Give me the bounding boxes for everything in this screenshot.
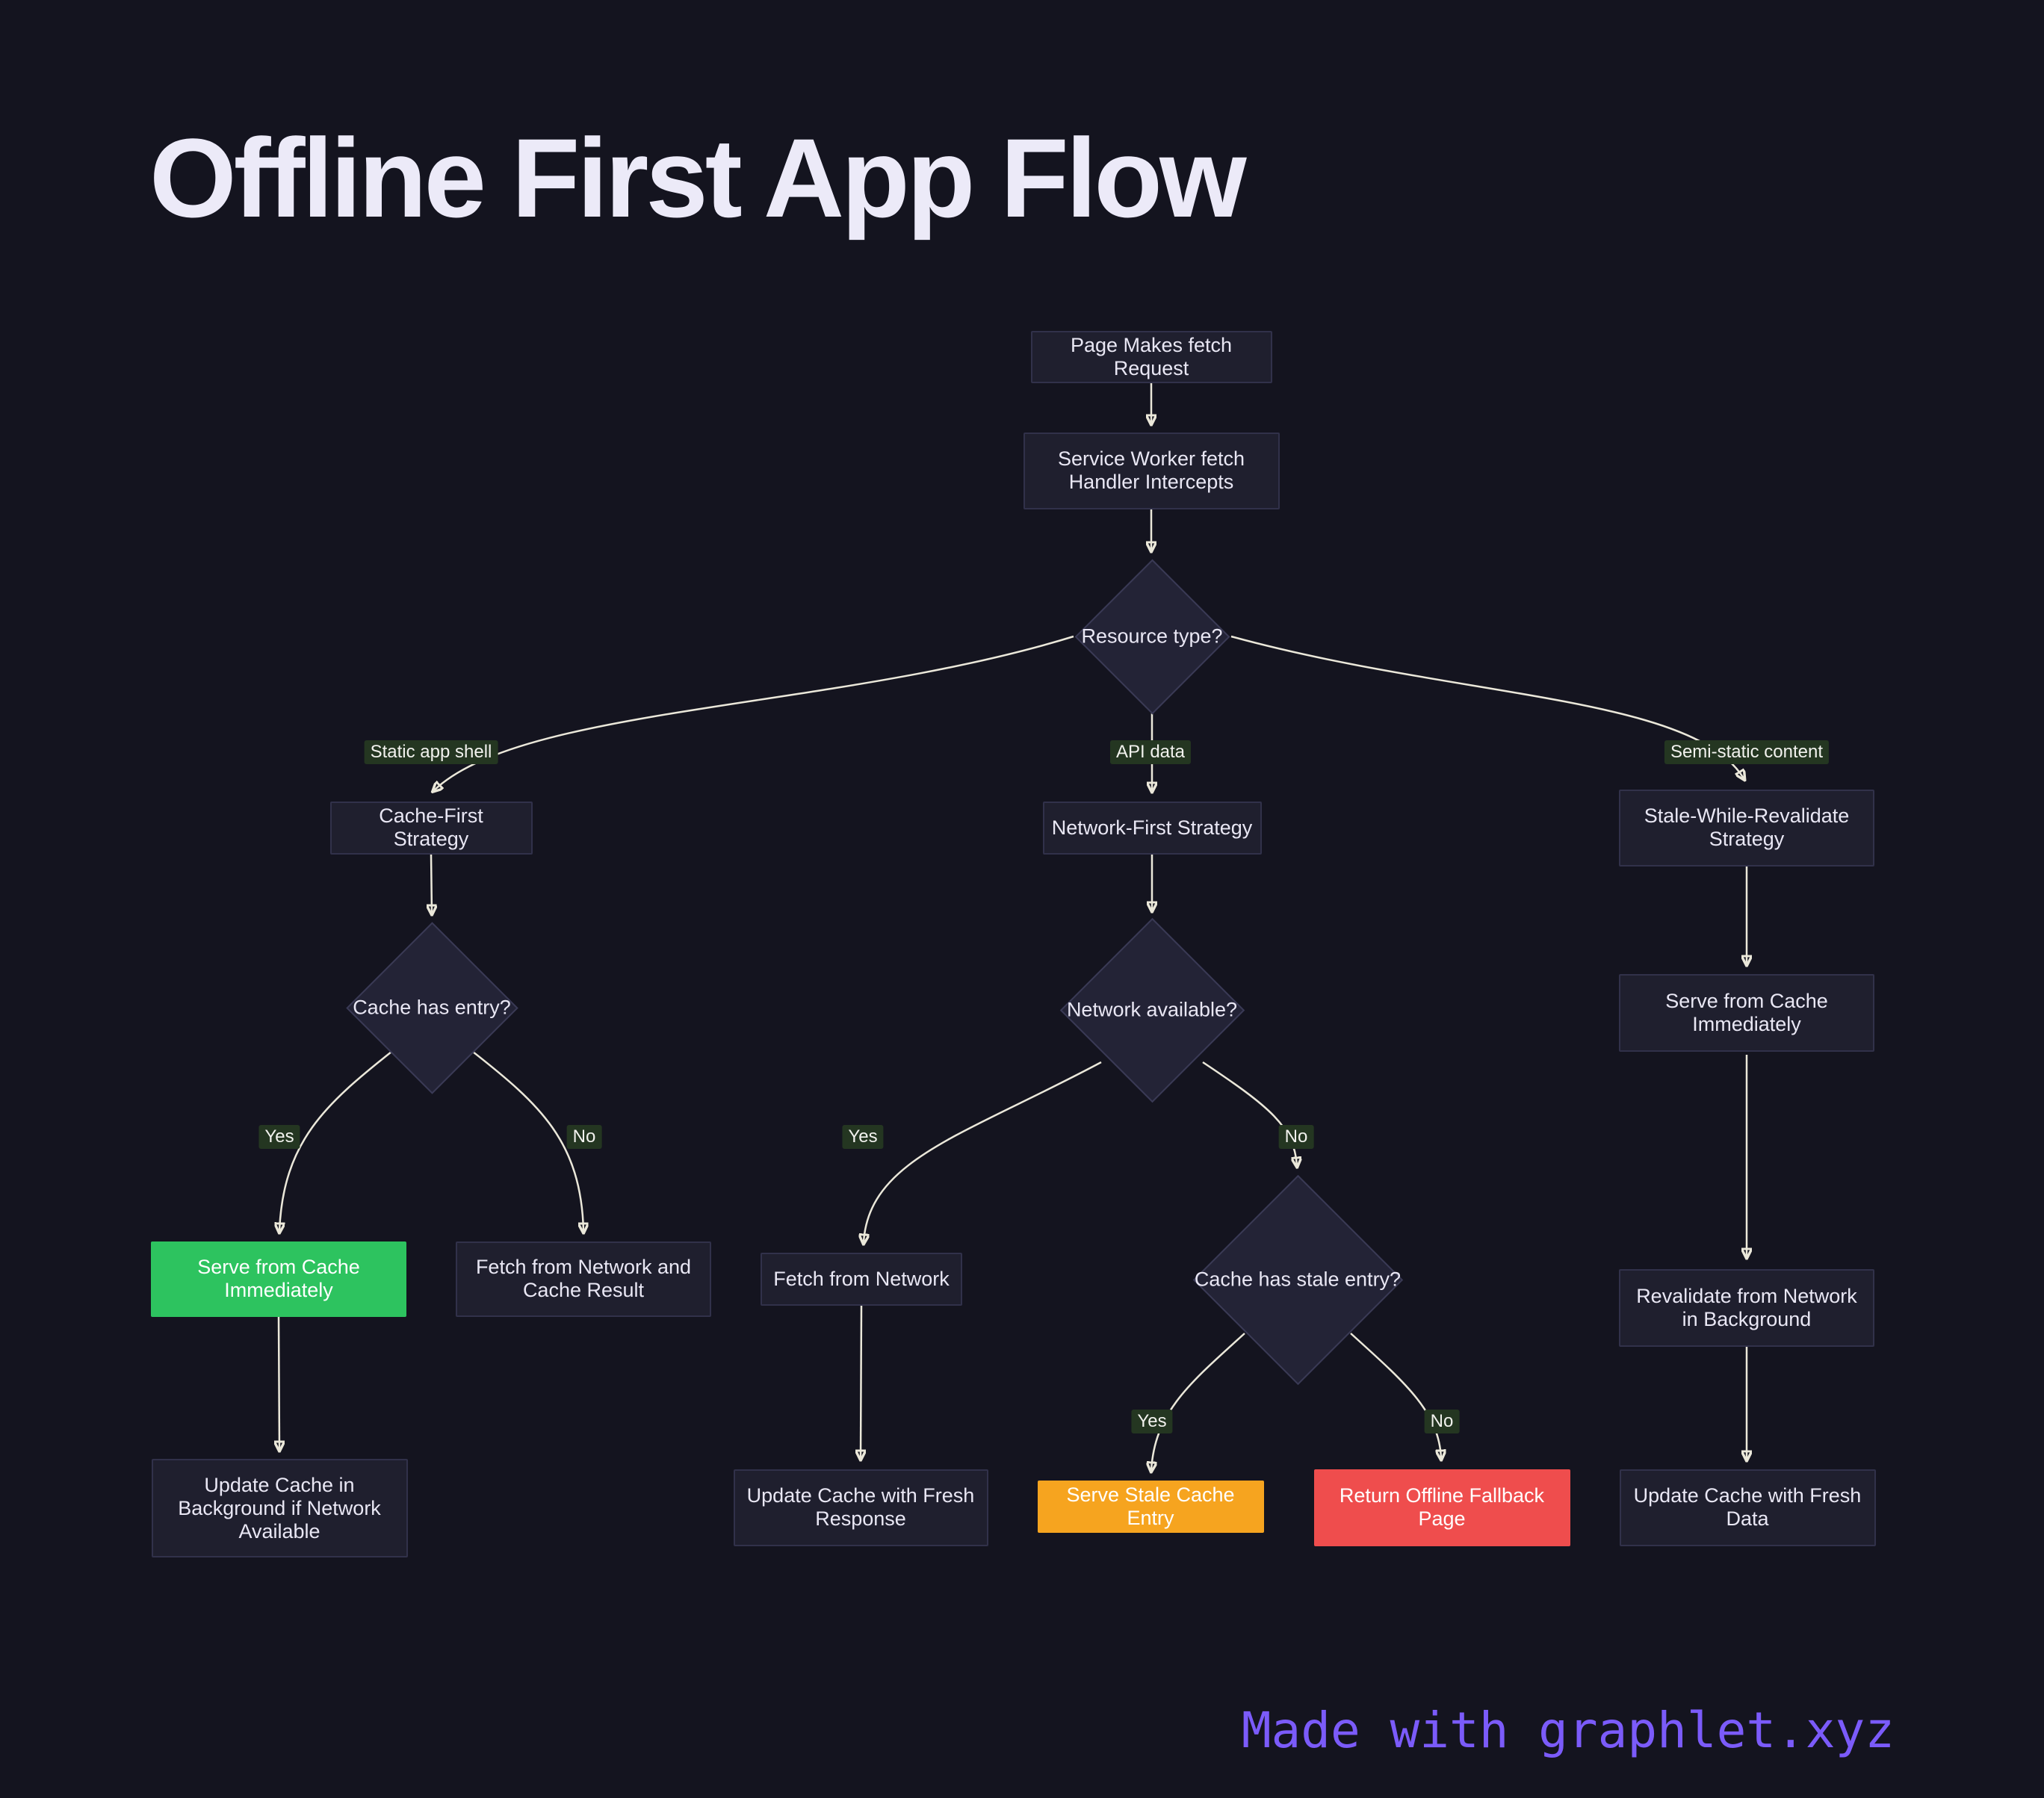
page-makes-fetch-request: Page Makes fetch Request [1030, 331, 1272, 383]
serve-from-cache-immediately: Serve from Cache Immediately [151, 1241, 406, 1317]
edge-cache-first-strategy-to-cache-has-entry [431, 853, 432, 913]
edge-cache-has-entry-to-fetch-from-network-and-cache-result [472, 1051, 583, 1231]
stale-while-revalidate-strategy: Stale-While-Revalidate Strategy [1619, 789, 1874, 867]
serve-stale-cache-entry: Serve Stale Cache Entry [1037, 1481, 1264, 1533]
made-with-credit: Made with graphlet.xyz [1241, 1702, 1895, 1759]
edge-cache-has-stale-entry-to-return-offline-fallback-page [1350, 1333, 1441, 1458]
edge-label-network-no: No [1278, 1125, 1314, 1149]
edge-network-available-to-cache-has-stale-entry [1202, 1061, 1297, 1165]
page-title: Offline First App Flow [149, 115, 1247, 241]
resource-type-label: Resource type? [1081, 624, 1223, 648]
edge-label-network-yes: Yes [842, 1125, 884, 1149]
cache-first-strategy: Cache-First Strategy [329, 801, 533, 855]
cache-has-entry-label: Cache has entry? [353, 996, 511, 1019]
fetch-from-network-and-cache-result: Fetch from Network and Cache Result [456, 1241, 711, 1317]
edge-label-stale-no: No [1424, 1410, 1460, 1433]
edge-cache-has-stale-entry-to-serve-stale-cache-entry [1151, 1333, 1245, 1470]
edge-network-available-to-fetch-from-network [864, 1061, 1102, 1242]
edge-resource-type-to-cache-first-strategy [434, 635, 1074, 790]
edge-label-semi-static-content: Semi-static content [1664, 740, 1830, 764]
edge-label-api-data: API data [1109, 740, 1192, 764]
edge-label-stale-yes: Yes [1131, 1410, 1173, 1433]
cache-has-stale-entry-label: Cache has stale entry? [1194, 1268, 1402, 1291]
service-worker-intercepts: Service Worker fetch Handler Intercepts [1023, 432, 1280, 509]
update-cache-with-fresh-data: Update Cache with Fresh Data [1619, 1469, 1876, 1546]
network-first-strategy: Network-First Strategy [1042, 801, 1262, 855]
edge-label-static-app-shell: Static app shell [364, 740, 498, 764]
serve-from-cache-immediately-swr: Serve from Cache Immediately [1619, 974, 1874, 1052]
edge-label-cache-entry-yes: Yes [258, 1125, 300, 1149]
network-available-label: Network available? [1066, 998, 1238, 1021]
update-cache-with-fresh-response: Update Cache with Fresh Response [733, 1469, 988, 1546]
edge-cache-has-entry-to-serve-from-cache-immediately [279, 1051, 392, 1231]
return-offline-fallback-page: Return Offline Fallback Page [1313, 1469, 1570, 1546]
revalidate-from-network: Revalidate from Network in Background [1619, 1269, 1874, 1347]
update-cache-in-background: Update Cache in Background if Network Av… [151, 1459, 408, 1557]
edge-label-cache-entry-no: No [566, 1125, 602, 1149]
fetch-from-network: Fetch from Network [761, 1252, 962, 1306]
